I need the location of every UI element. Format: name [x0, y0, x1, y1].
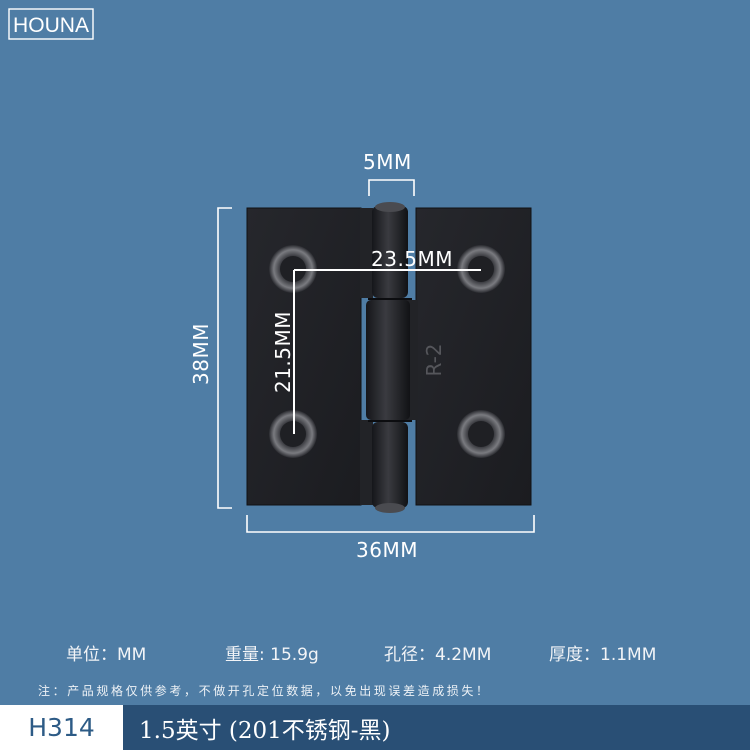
- disclaimer-note: 注：产品规格仅供参考，不做开孔定位数据，以免出现误差造成损失！: [38, 684, 491, 698]
- dimension-knuckle-width: 5MM: [363, 150, 412, 174]
- hole-spacing-lines: [293, 269, 481, 434]
- brand-logo: HOUNA: [8, 8, 94, 40]
- spec-weight: 重量: 15.9g: [225, 645, 319, 665]
- dimension-hole-spacing-vertical: 21.5MM: [271, 310, 295, 394]
- product-description: 1.5英寸 (201不锈钢-黑): [123, 705, 750, 750]
- screw-hole-top-left: [269, 245, 317, 293]
- hinge-illustration: R-2: [217, 179, 535, 533]
- spec-line: 单位：MM 重量: 15.9g 孔径：4.2MM 厚度：1.1MM: [0, 640, 750, 665]
- screw-hole-bottom-right: [457, 410, 505, 458]
- hinge-mark: R-2: [422, 343, 446, 376]
- spec-hole-diameter: 孔径：4.2MM: [384, 645, 492, 665]
- dimension-brackets: [217, 179, 535, 533]
- dimension-width: 36MM: [356, 538, 418, 562]
- dimension-height: 38MM: [189, 323, 213, 385]
- spec-thickness: 厚度：1.1MM: [549, 645, 657, 665]
- hinge-knuckle: [366, 202, 412, 513]
- brand-logo-text: HOUNA: [13, 14, 89, 37]
- model-code: H314: [0, 705, 123, 750]
- spec-unit: 单位：MM: [66, 645, 147, 665]
- dimension-hole-spacing-horizontal: 23.5MM: [371, 247, 454, 271]
